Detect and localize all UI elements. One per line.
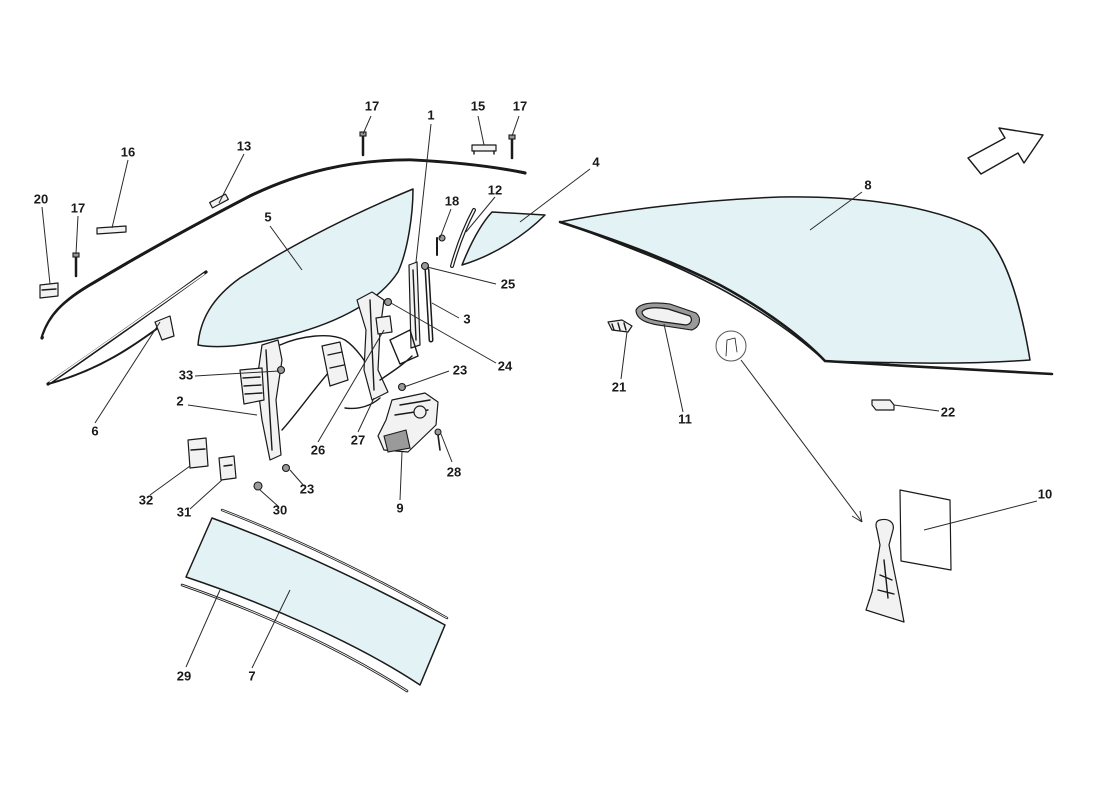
nut-part-23-lower	[281, 463, 291, 473]
callout-23-upper: 23	[453, 362, 467, 377]
nut-part-33	[276, 365, 286, 375]
callout-6: 6	[91, 423, 98, 438]
callout-13: 13	[237, 138, 251, 153]
callout-17-center: 17	[365, 98, 379, 113]
callout-20: 20	[34, 191, 48, 206]
regulator-arm-part-26	[321, 341, 381, 410]
callout-10: 10	[1038, 486, 1052, 501]
callout-25: 25	[501, 276, 515, 291]
callout-26: 26	[311, 442, 325, 457]
release-handle-assembly	[865, 518, 905, 623]
callout-1: 1	[427, 107, 434, 122]
callout-3: 3	[463, 311, 470, 326]
interior-mirror-part-11	[635, 302, 701, 331]
callout-24: 24	[498, 358, 513, 373]
nut-part-25	[420, 261, 430, 271]
callout-15: 15	[471, 98, 485, 113]
callout-17-right: 17	[513, 98, 527, 113]
callout-31: 31	[177, 504, 191, 519]
window-motor-part-9	[377, 392, 439, 453]
rear-windscreen-part-8	[558, 196, 1054, 376]
nut-part-24	[383, 297, 393, 307]
screw-part-17-right	[508, 134, 516, 160]
bolt-part-18	[436, 234, 446, 256]
detail-magnifier	[715, 330, 863, 523]
callout-22: 22	[941, 404, 955, 419]
callout-8: 8	[864, 177, 871, 192]
a-pillar-seal-part-6	[46, 270, 208, 386]
cover-part-22	[871, 399, 895, 411]
callout-33: 33	[179, 367, 193, 382]
mirror-bracket-part-21	[607, 319, 633, 333]
callout-32: 32	[139, 492, 153, 507]
callout-2: 2	[176, 393, 183, 408]
front-direction-arrow-icon	[967, 127, 1044, 175]
nut-part-23-upper	[397, 382, 407, 392]
callout-17-left: 17	[71, 200, 85, 215]
callout-16: 16	[121, 144, 135, 159]
roof-trim-part-13	[40, 158, 527, 340]
plate-part-31	[218, 455, 237, 481]
seal-part-29	[180, 583, 409, 693]
trim-strip-part-16	[96, 225, 127, 235]
callout-28: 28	[447, 464, 461, 479]
callout-4: 4	[592, 154, 600, 169]
callout-11: 11	[678, 411, 692, 426]
door-glass-part-5	[197, 188, 414, 348]
callout-labels: 1 2 3 4 5 6 7 8 9 10 11 12 13 15 16 17 1…	[34, 98, 1052, 683]
callout-29: 29	[177, 668, 191, 683]
callout-30: 30	[273, 502, 287, 517]
screw-part-17-left	[72, 252, 80, 278]
clip-part-15	[471, 144, 497, 155]
clip-part-20	[39, 282, 59, 299]
guide-rail-part-1	[408, 261, 421, 349]
callout-12: 12	[488, 182, 502, 197]
callout-23-lower: 23	[300, 481, 314, 496]
callout-18: 18	[445, 193, 459, 208]
regulator-bracket-part-27	[356, 291, 393, 401]
screw-part-17-center	[359, 131, 367, 157]
quarter-glass-seal-part-12	[450, 208, 476, 268]
bracket-part-32	[187, 437, 209, 469]
leader-lines	[41, 115, 1038, 669]
screw-part-28	[434, 428, 442, 451]
callout-7: 7	[248, 668, 255, 683]
callout-9: 9	[396, 500, 403, 515]
regulator-link	[379, 329, 419, 381]
callout-21: 21	[612, 379, 626, 394]
callout-27: 27	[351, 432, 365, 447]
quarter-glass-part-4	[461, 211, 546, 266]
seal-part-3	[424, 267, 434, 343]
callout-5: 5	[264, 209, 271, 224]
nut-part-30	[253, 481, 263, 491]
fixed-glass-part-7	[185, 508, 449, 686]
